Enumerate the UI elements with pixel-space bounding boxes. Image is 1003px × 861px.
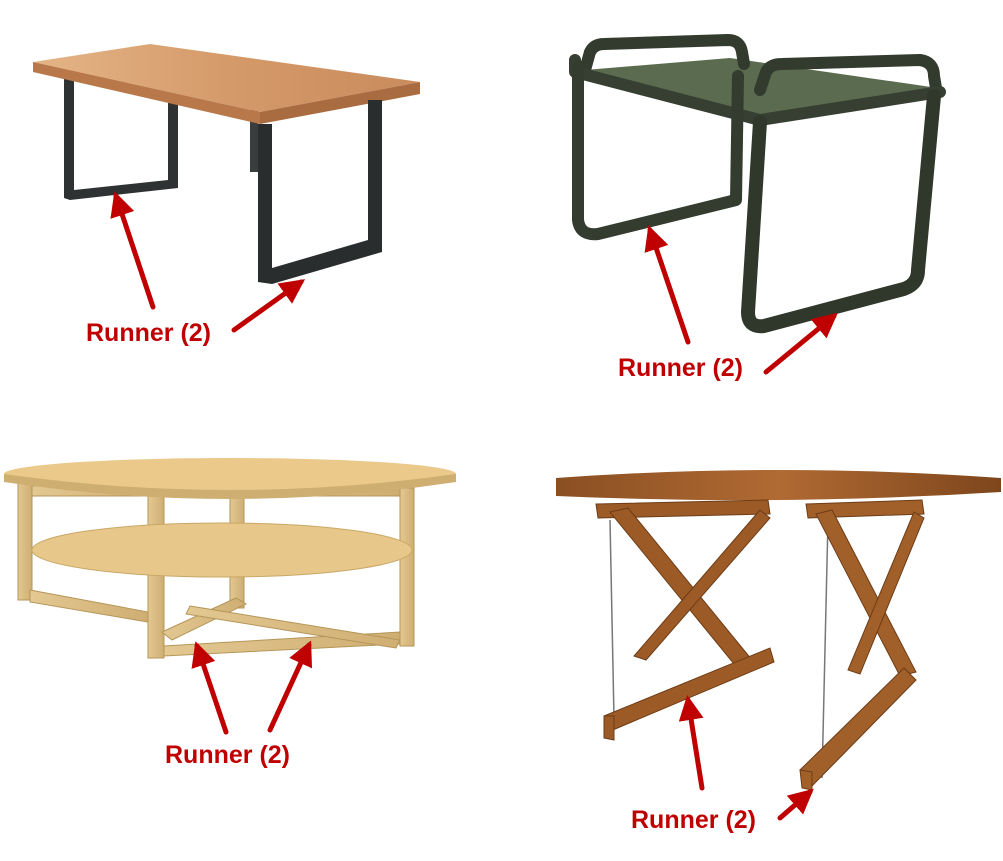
runner-label: Runner (2) [631, 808, 756, 833]
oval-coffee-table-icon [4, 458, 456, 658]
arrow [197, 646, 226, 732]
arrow [650, 230, 688, 342]
arrow [270, 645, 309, 730]
arrow [116, 196, 153, 307]
runner-label: Runner (2) [165, 743, 290, 768]
arrow [780, 792, 810, 818]
arrow [234, 282, 301, 330]
arrow [688, 700, 702, 788]
x-leg-table-icon [556, 470, 1001, 790]
tubular-side-table-icon [575, 40, 940, 326]
dining-table-icon [33, 44, 420, 284]
runner-label: Runner (2) [618, 356, 743, 381]
runner-label: Runner (2) [86, 321, 211, 346]
